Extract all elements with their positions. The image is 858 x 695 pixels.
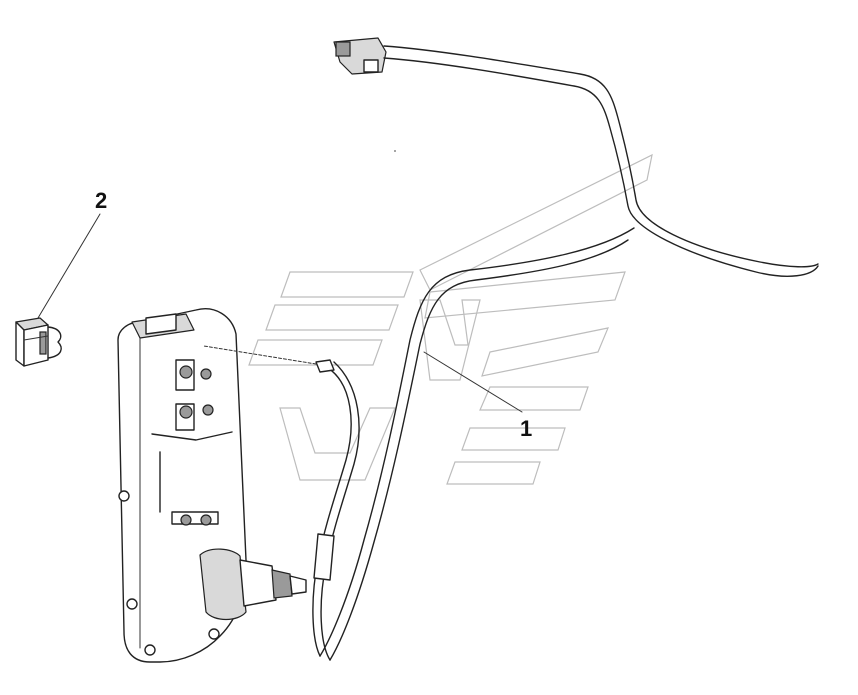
stray-dot [394,150,396,152]
leader-line-1 [423,351,523,413]
panel-assembly [117,308,307,663]
watermark-logo [248,153,653,485]
callout-1: 1 [520,416,532,441]
leader-line-2 [37,213,101,319]
wiring-harness [203,37,819,661]
callout-2: 2 [95,188,107,213]
fuse-part [15,317,62,367]
